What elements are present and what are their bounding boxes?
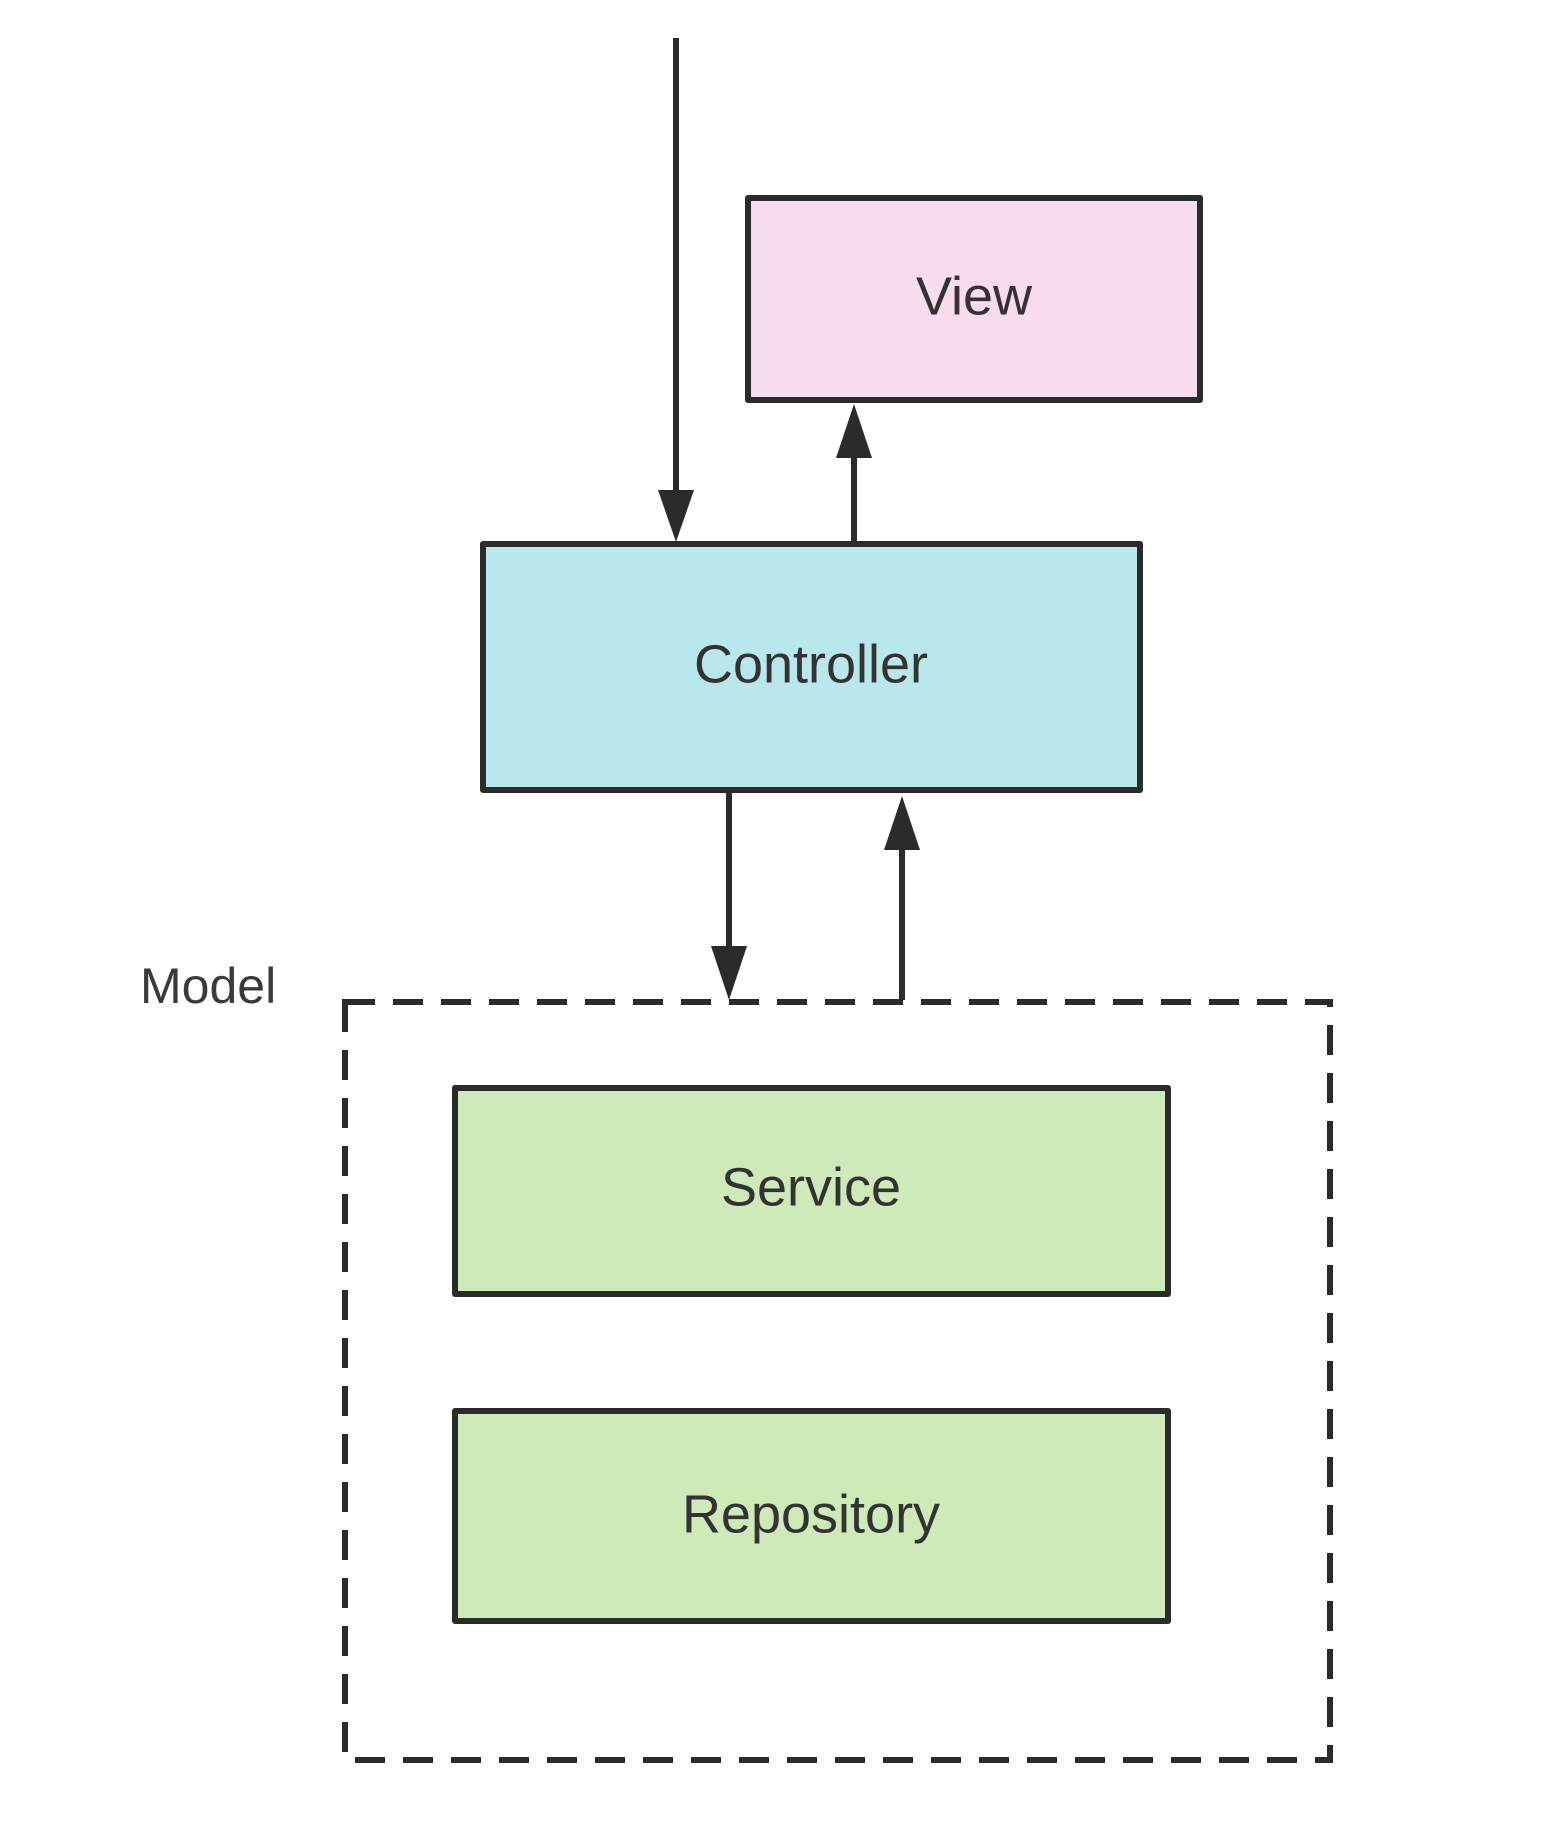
service-node: Service xyxy=(452,1085,1171,1297)
model-group-border xyxy=(342,999,1333,1763)
repository-node: Repository xyxy=(452,1408,1171,1624)
arrow-model-to-controller xyxy=(884,796,920,1000)
arrow-controller-to-view xyxy=(836,404,872,544)
arrow-request-to-controller xyxy=(658,38,694,542)
repository-box xyxy=(452,1408,1171,1624)
model-group-label: Model xyxy=(140,958,276,1014)
controller-label: Controller xyxy=(694,634,928,694)
arrow-controller-to-model xyxy=(711,792,747,1000)
view-node: View xyxy=(745,195,1203,403)
view-label: View xyxy=(916,266,1033,326)
repository-label: Repository xyxy=(682,1484,940,1544)
controller-node: Controller xyxy=(480,541,1143,793)
service-box xyxy=(452,1085,1171,1297)
service-label: Service xyxy=(721,1157,901,1217)
view-box xyxy=(745,195,1203,403)
controller-box xyxy=(480,541,1143,793)
